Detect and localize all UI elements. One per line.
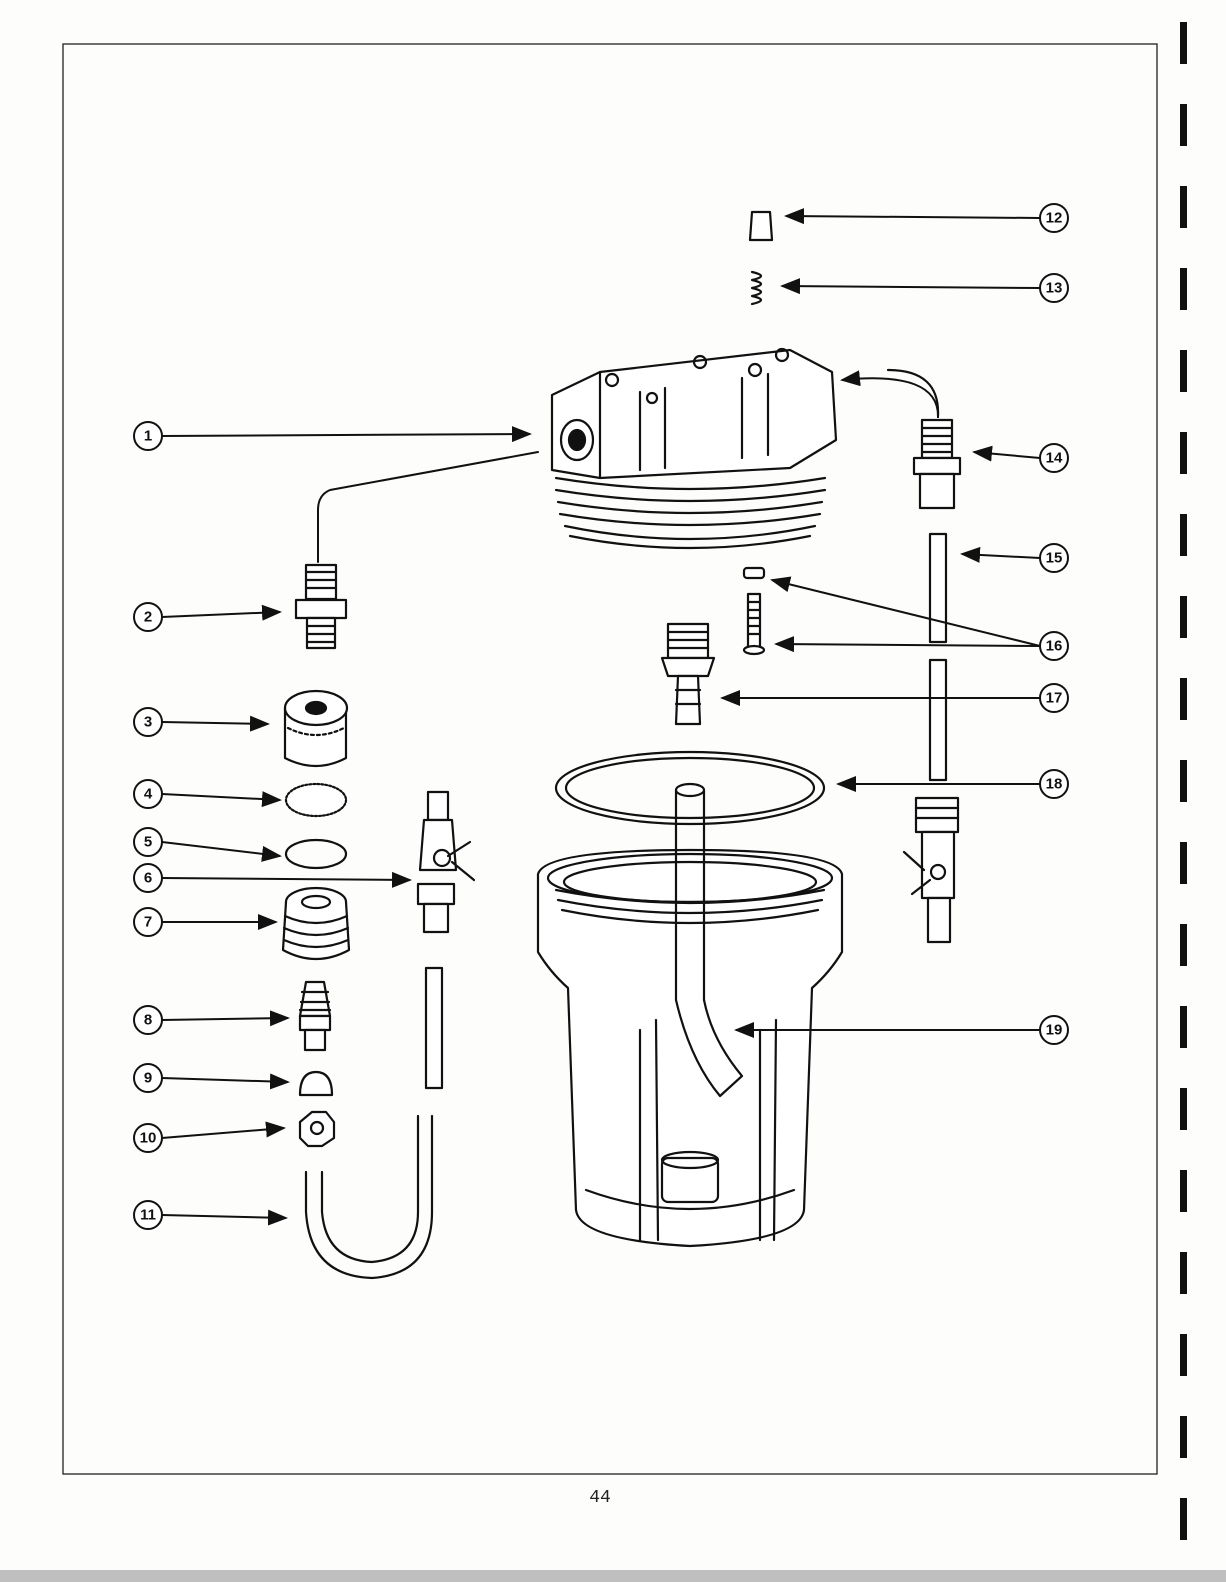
binding-marks xyxy=(1180,22,1187,1540)
callout-4: 4 xyxy=(144,786,153,803)
fitting-part-8 xyxy=(300,982,330,1050)
scan-bottom-edge xyxy=(0,1570,1226,1582)
filter-head xyxy=(552,349,836,548)
callout-5: 5 xyxy=(144,834,152,851)
o-ring-part-5 xyxy=(286,840,346,868)
callout-9: 9 xyxy=(144,1070,152,1087)
callout-16: 16 xyxy=(1046,638,1063,655)
callout-8: 8 xyxy=(144,1012,152,1029)
callout-15: 15 xyxy=(1046,550,1063,567)
callout-11: 11 xyxy=(140,1207,156,1224)
drain-valve-part-6 xyxy=(418,792,474,1088)
nut-part-10 xyxy=(300,1112,334,1146)
tube-part-15 xyxy=(930,534,946,642)
cap-part-12 xyxy=(750,212,772,240)
callout-18: 18 xyxy=(1046,776,1063,793)
callout-17: 17 xyxy=(1046,690,1063,707)
threaded-ring-part-7 xyxy=(283,888,349,959)
callout-1: 1 xyxy=(144,428,152,445)
callout-12: 12 xyxy=(1046,210,1063,227)
callout-19: 19 xyxy=(1046,1022,1063,1039)
screen-part-4 xyxy=(286,784,346,816)
callout-7: 7 xyxy=(144,914,152,931)
callout-6: 6 xyxy=(144,870,152,887)
callout-13: 13 xyxy=(1046,280,1063,297)
spring-part-13 xyxy=(752,272,761,304)
barb-fitting xyxy=(662,624,714,724)
fitting-part-2 xyxy=(296,565,346,648)
plug-part-9 xyxy=(300,1072,332,1095)
callout-10: 10 xyxy=(140,1130,157,1147)
callout-14: 14 xyxy=(1046,450,1063,467)
parts-16 xyxy=(744,568,764,654)
cap-part-3 xyxy=(285,691,347,766)
callout-3: 3 xyxy=(144,714,152,731)
page-number: 44 xyxy=(560,1488,640,1508)
valve-right xyxy=(904,798,958,942)
callout-2: 2 xyxy=(144,609,152,626)
tube-part-17 xyxy=(930,660,946,780)
fitting-part-14 xyxy=(888,370,960,508)
bowl-part-19 xyxy=(538,784,842,1246)
